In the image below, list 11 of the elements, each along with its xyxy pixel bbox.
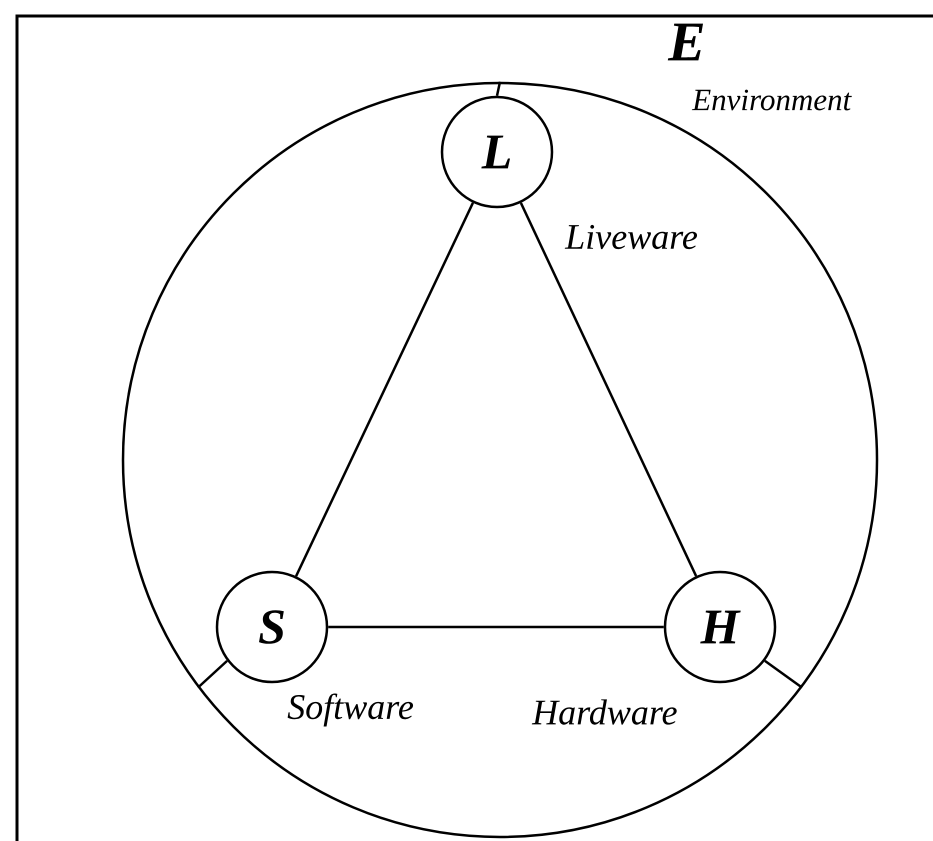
component-label: Hardware <box>532 699 677 725</box>
circle-letter: E <box>668 24 704 60</box>
spoke-line <box>496 82 502 96</box>
connecting-line <box>328 626 664 628</box>
component-label: Software <box>288 694 414 727</box>
circle-title: Environment <box>692 90 852 110</box>
component-label: Liveware <box>564 224 698 250</box>
connecting-line <box>294 202 474 577</box>
connecting-line <box>520 202 698 577</box>
spoke-line <box>764 660 803 689</box>
spoke-line <box>197 660 228 689</box>
